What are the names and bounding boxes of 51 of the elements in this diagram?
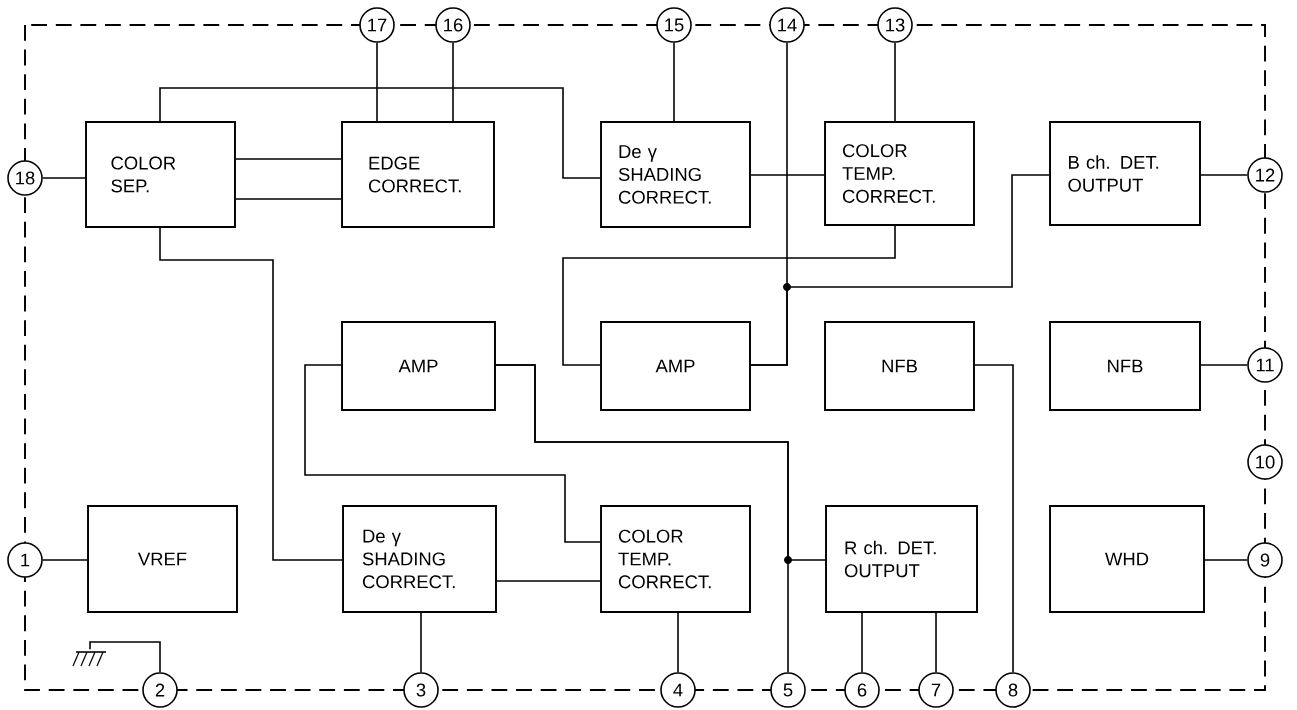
connection-line [750, 174, 825, 176]
block-box: De γ SHADING CORRECT. [342, 505, 497, 613]
connection-line [1200, 174, 1248, 176]
connection-line [159, 227, 343, 561]
connection-line [974, 364, 1014, 673]
connection-line [42, 559, 88, 561]
connection-line [1204, 559, 1248, 561]
connection-line [159, 87, 601, 179]
ground-symbol [72, 651, 107, 667]
node-label: 11 [1256, 358, 1274, 372]
connection-line [420, 612, 422, 673]
connection-line [1200, 364, 1248, 366]
node-label: 5 [783, 683, 793, 697]
block-box: WHD [1049, 505, 1205, 613]
connection-line [89, 641, 161, 673]
connection-line [42, 177, 86, 179]
connection-line [495, 364, 826, 564]
block-box: De γ SHADING CORRECT. [600, 121, 751, 228]
connection-line [935, 612, 937, 673]
node-label: 7 [931, 683, 941, 697]
connection-line [750, 174, 1050, 366]
connection-line [235, 198, 342, 200]
block-box: COLOR SEP. [85, 121, 236, 228]
connection-line [677, 612, 679, 673]
block-box: EDGE CORRECT. [341, 121, 495, 228]
node-label: 10 [1256, 455, 1275, 469]
connection-line [304, 364, 601, 543]
node-label: 12 [1256, 168, 1275, 182]
node-label: 2 [155, 683, 165, 697]
connection-line [452, 42, 454, 122]
block-box: COLOR TEMP. CORRECT. [824, 121, 975, 226]
connection-line [673, 42, 675, 122]
node-label: 3 [416, 683, 426, 697]
block-box: NFB [824, 321, 975, 411]
block-box: VREF [87, 505, 238, 613]
connection-line [376, 42, 378, 122]
block-box: R ch. DET. OUTPUT [825, 505, 978, 613]
block-box: B ch. DET. OUTPUT [1049, 121, 1201, 226]
node-label: 6 [857, 683, 867, 697]
connection-line [562, 225, 896, 366]
connection-line [496, 580, 601, 582]
node-label: 9 [1260, 553, 1270, 567]
connection-line [235, 158, 342, 160]
connection-line [894, 42, 896, 122]
node-label: 4 [673, 683, 683, 697]
block-box: COLOR TEMP. CORRECT. [600, 505, 751, 613]
connection-line [861, 612, 863, 673]
node-label: 8 [1008, 683, 1018, 697]
block-box: NFB [1049, 321, 1201, 411]
block-box: AMP [600, 321, 751, 411]
block-box: AMP [341, 321, 496, 411]
